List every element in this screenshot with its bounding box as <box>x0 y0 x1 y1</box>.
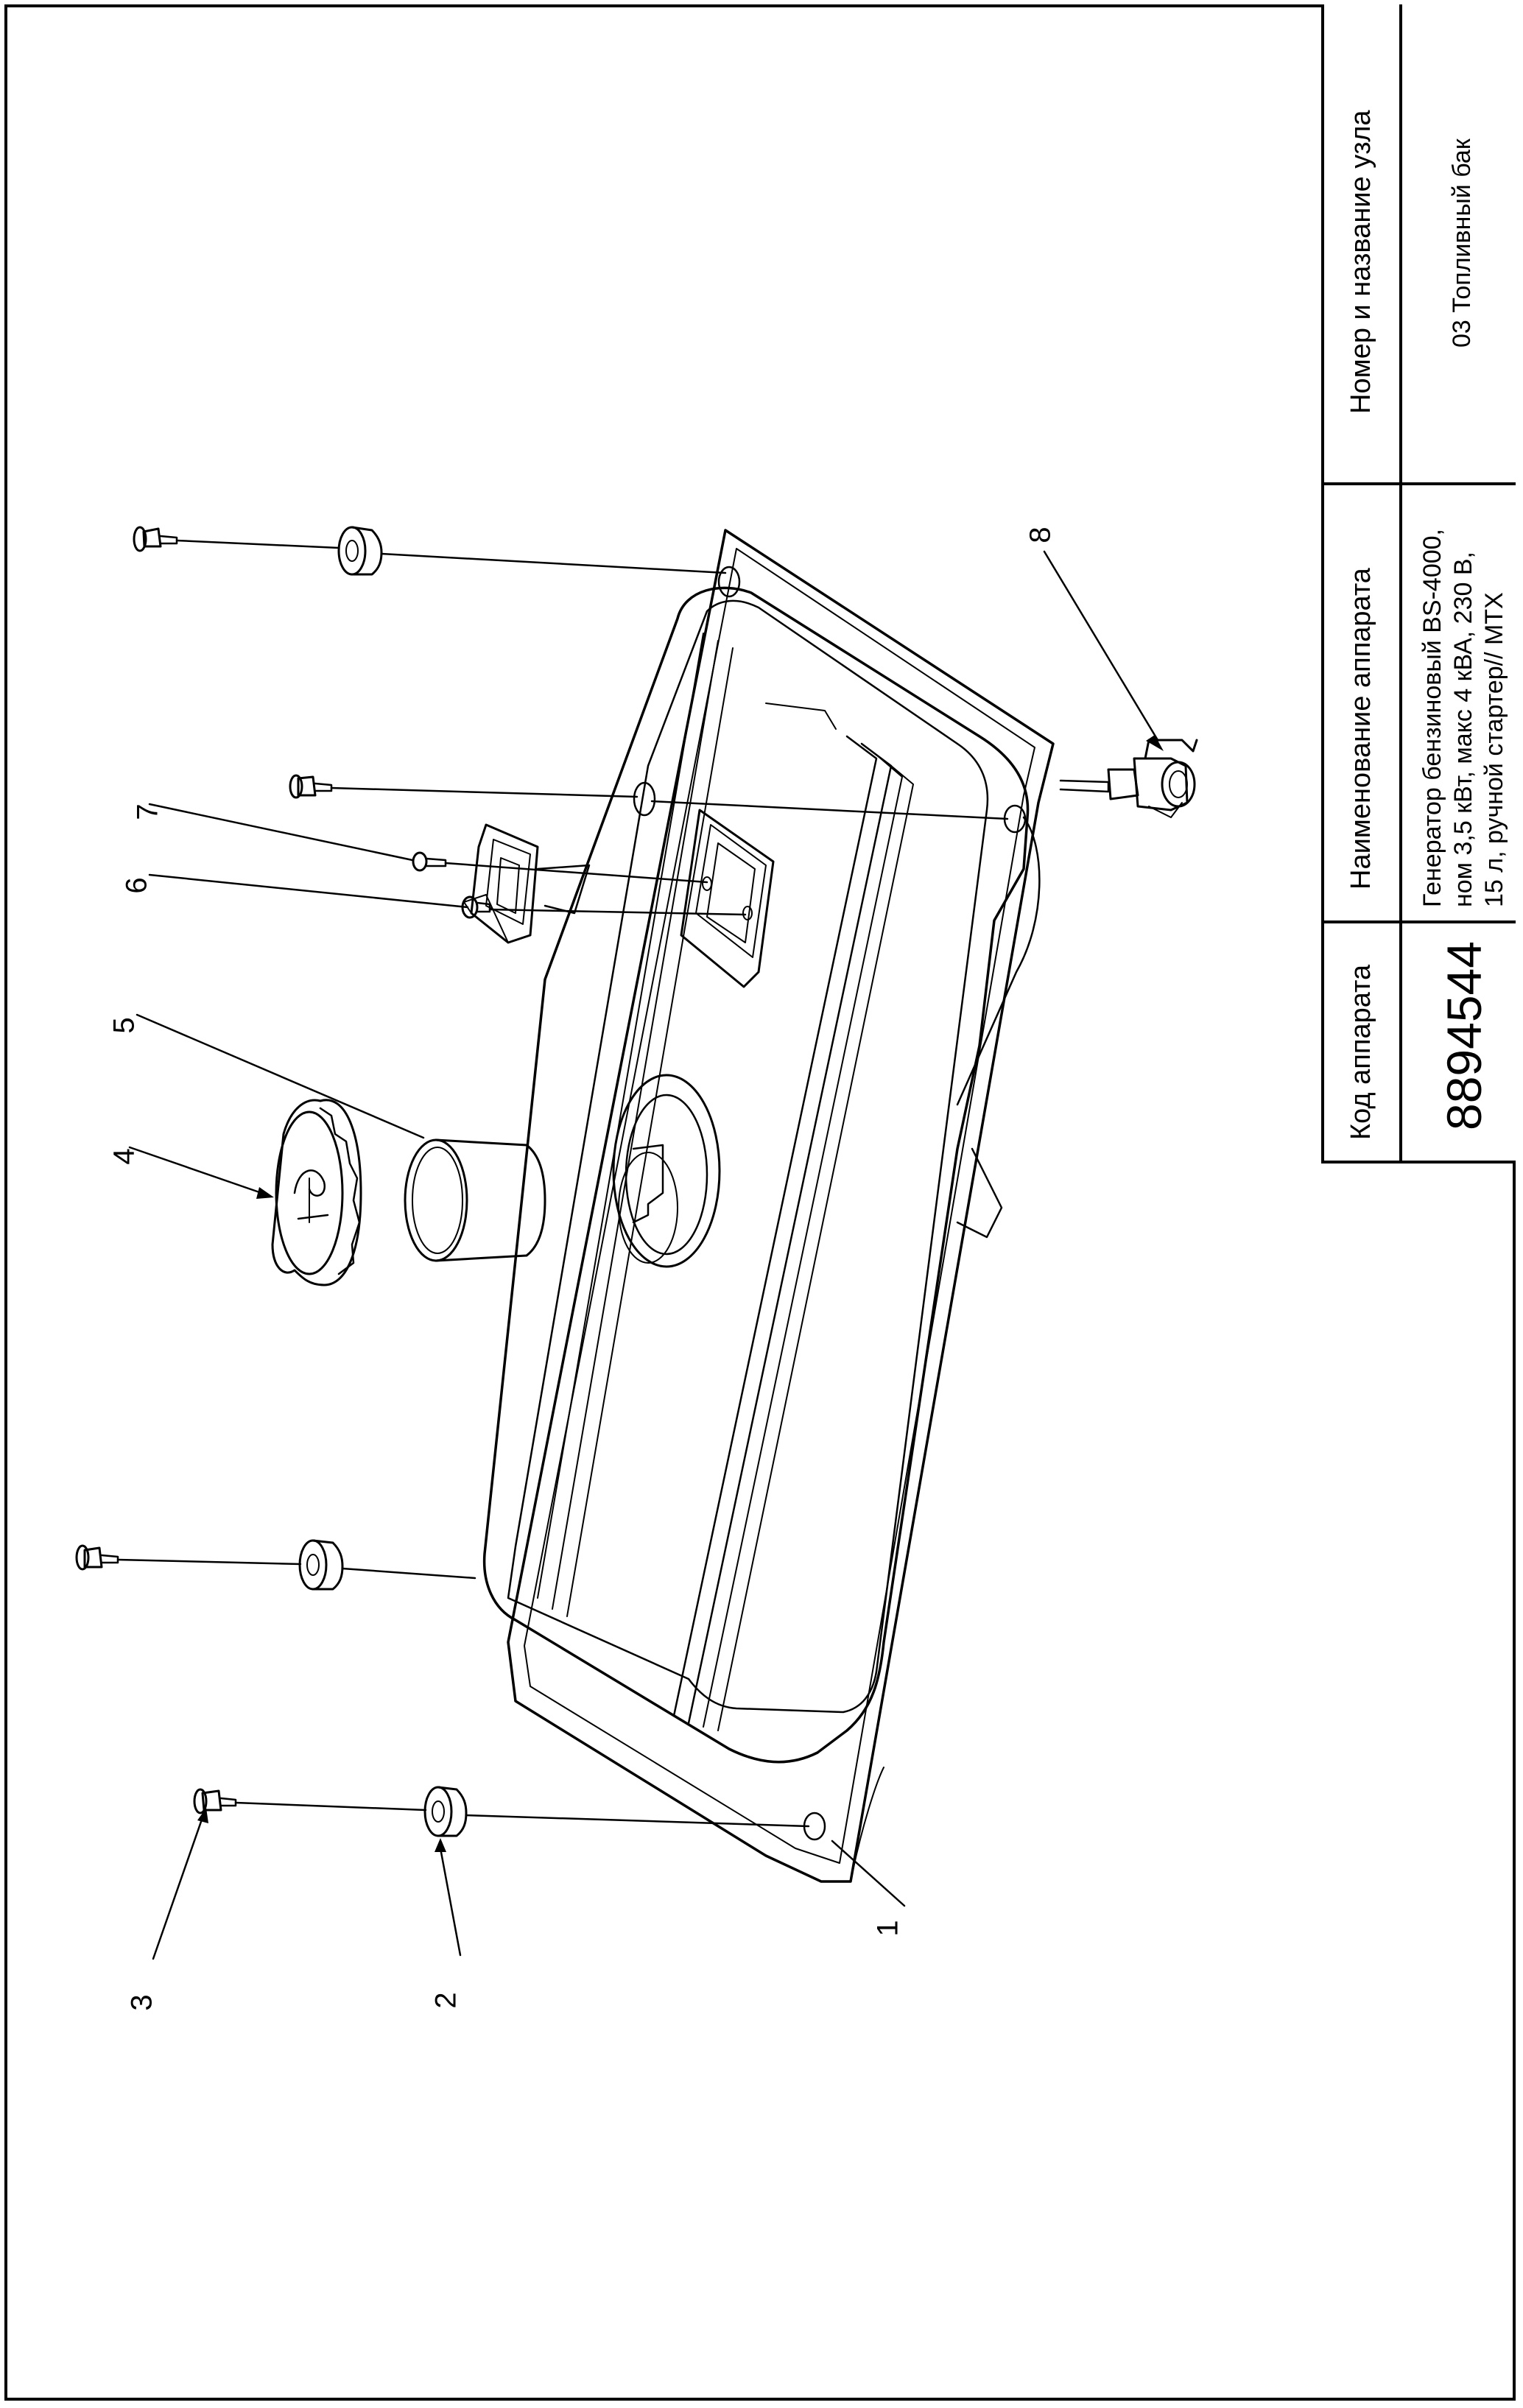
bolt-top <box>133 526 178 552</box>
bolt-upper-mid <box>289 774 333 799</box>
fuel-gauge-bracket <box>463 823 591 944</box>
callout-6: 6 <box>120 877 153 894</box>
callout-7: 7 <box>131 803 164 820</box>
fuel-tank <box>482 529 1055 1883</box>
grommet-bottom <box>423 1786 468 1837</box>
callout-8: 8 <box>1024 527 1057 543</box>
code-header: Код аппарата <box>1346 964 1376 1140</box>
bolt-bottom <box>193 1788 237 1814</box>
device-header: Наименование аппарата <box>1346 568 1376 890</box>
fuel-cap <box>271 1099 362 1286</box>
callout-2: 2 <box>429 1992 462 2009</box>
title-block-rule-1 <box>1321 482 1516 485</box>
node-header: Номер и название узла <box>1346 110 1376 414</box>
device-line-3: 15 л, ручной стартер// МТХ <box>1480 592 1508 907</box>
device-line-1: Генератор бензиновый BS-4000, <box>1418 528 1446 907</box>
leader-lines <box>128 550 1164 1960</box>
grommet-lower-mid <box>298 1539 344 1591</box>
code-value: 8894544 <box>1437 941 1491 1130</box>
assembly-axes <box>116 539 1009 1828</box>
callout-4: 4 <box>108 1148 141 1165</box>
node-value: 03 Топливный бак <box>1448 138 1476 348</box>
title-block <box>1321 4 1516 1163</box>
sheet-border <box>4 4 1516 2401</box>
fuel-filter-strainer <box>404 1138 546 1262</box>
title-block-divider <box>1399 4 1402 1163</box>
fuel-valve <box>1059 739 1198 818</box>
callout-5: 5 <box>108 1017 141 1034</box>
callout-1: 1 <box>871 1920 904 1937</box>
grommet-top <box>337 526 383 576</box>
callout-3: 3 <box>125 1994 158 2011</box>
title-block-rule-2 <box>1321 920 1516 923</box>
bolt-lower-mid <box>75 1544 119 1571</box>
device-line-2: ном 3,5 кВт, макс 4 кВА, 230 В, <box>1449 552 1477 907</box>
gauge-screw <box>412 851 447 872</box>
